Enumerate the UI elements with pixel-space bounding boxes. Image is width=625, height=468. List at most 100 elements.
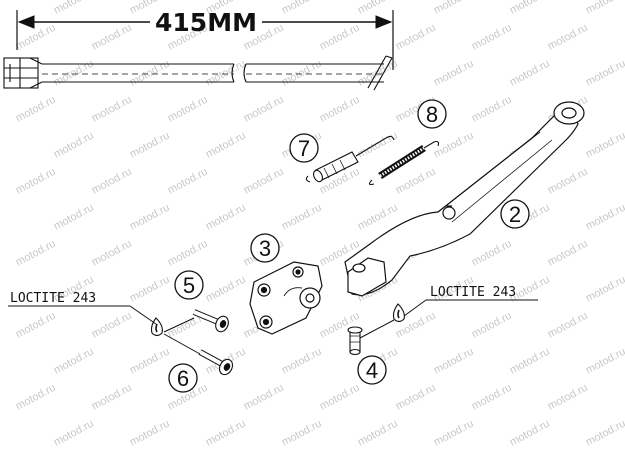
watermark-text: motod.ru [584, 274, 625, 305]
watermark-text: motod.ru [14, 94, 58, 125]
watermark-text: motod.ru [432, 418, 476, 449]
watermark-text: motod.ru [280, 0, 324, 17]
watermark-text: motod.ru [242, 166, 286, 197]
watermark-text: motod.ru [128, 418, 172, 449]
watermark-text: motod.ru [280, 58, 324, 89]
svg-text:2: 2 [509, 202, 521, 227]
stand-bar-section [3, 55, 393, 91]
callout-7: 7 [289, 133, 319, 163]
watermark-text: motod.ru [90, 22, 134, 53]
watermark-text: motod.ru [584, 58, 625, 89]
watermark-text: motod.ru [584, 346, 625, 377]
svg-text:4: 4 [366, 358, 378, 383]
watermark-text: motod.ru [470, 310, 514, 341]
watermark-text: motod.ru [470, 94, 514, 125]
watermark-text: motod.ru [204, 130, 248, 161]
watermark-text: motod.ru [52, 418, 96, 449]
watermark-text: motod.ru [280, 418, 324, 449]
spring-long [368, 140, 440, 186]
watermark-text: motod.ru [128, 274, 172, 305]
watermark-text: motod.ru [242, 382, 286, 413]
watermark-text: motod.ru [508, 418, 552, 449]
watermark-text: motod.ru [90, 238, 134, 269]
loctite-label-left: LOCTITE 243 [10, 291, 96, 306]
watermark-text: motod.ru [508, 346, 552, 377]
watermark-text: motod.ru [356, 130, 400, 161]
watermark-text: motod.ru [508, 58, 552, 89]
loctite-drop-right [392, 303, 405, 323]
watermark-text: motod.ru [52, 0, 96, 17]
watermark-text: motod.ru [584, 418, 625, 449]
bolt-lower [198, 349, 234, 376]
watermark-text: motod.ru [52, 130, 96, 161]
loctite-drop-left [150, 317, 163, 337]
callout-3: 3 [250, 233, 280, 263]
watermark-text: motod.ru [280, 346, 324, 377]
watermark-text: motod.ru [14, 382, 58, 413]
watermark-text: motod.ru [90, 166, 134, 197]
watermark-text: motod.ru [394, 166, 438, 197]
watermark-text: motod.ru [356, 418, 400, 449]
watermark-text: motod.ru [14, 310, 58, 341]
watermark-text: motod.ru [14, 22, 58, 53]
watermark-text: motod.ru [90, 382, 134, 413]
watermark-text: motod.ru [318, 22, 362, 53]
stand-bracket [249, 261, 323, 335]
watermark-text: motod.ru [584, 202, 625, 233]
callout-8: 8 [417, 99, 447, 129]
watermark-text: motod.ru [546, 22, 590, 53]
watermark-text: motod.ru [204, 274, 248, 305]
watermark-text: motod.ru [128, 58, 172, 89]
svg-text:7: 7 [298, 136, 310, 161]
watermark-text: motod.ru [166, 166, 210, 197]
watermark-text: motod.ru [242, 94, 286, 125]
side-stand-leg [344, 101, 585, 297]
watermark-text: motod.ru [432, 58, 476, 89]
leader-lines [8, 299, 538, 355]
watermark-text: motod.ru [394, 22, 438, 53]
watermark-layer: motod.ru motod.ru motod.ru motod.ru motod.ru… [14, 0, 625, 449]
watermark-text: motod.ru [318, 382, 362, 413]
watermark-text: motod.ru [166, 94, 210, 125]
watermark-text: motod.ru [280, 202, 324, 233]
bolt-upper [192, 309, 229, 333]
watermark-text: motod.ru [90, 94, 134, 125]
svg-text:5: 5 [183, 273, 195, 298]
callout-6: 6 [168, 363, 198, 393]
spring-short [305, 135, 395, 183]
loctite-label-right: LOCTITE 243 [430, 285, 516, 300]
watermark-text: motod.ru [470, 22, 514, 53]
svg-text:3: 3 [259, 236, 271, 261]
watermark-text: motod.ru [166, 238, 210, 269]
watermark-text: motod.ru [128, 202, 172, 233]
watermark-text: motod.ru [128, 346, 172, 377]
svg-text:6: 6 [177, 366, 189, 391]
watermark-text: motod.ru [584, 0, 625, 17]
watermark-text: motod.ru [394, 382, 438, 413]
dimension-line [16, 10, 394, 70]
watermark-text: motod.ru [204, 202, 248, 233]
watermark-text: motod.ru [14, 238, 58, 269]
watermark-text: motod.ru [508, 0, 552, 17]
watermark-text: motod.ru [52, 346, 96, 377]
callout-4: 4 [357, 355, 387, 385]
watermark-text: motod.ru [546, 310, 590, 341]
watermark-text: motod.ru [546, 166, 590, 197]
pivot-bolt [347, 326, 363, 356]
callout-5: 5 [174, 270, 204, 300]
watermark-text: motod.ru [14, 166, 58, 197]
dimension-label: 415MM [155, 8, 257, 37]
watermark-text: motod.ru [546, 382, 590, 413]
watermark-text: motod.ru [204, 58, 248, 89]
watermark-text: motod.ru [584, 130, 625, 161]
watermark-text: motod.ru [204, 418, 248, 449]
watermark-text: motod.ru [432, 346, 476, 377]
watermark-text: motod.ru [432, 0, 476, 17]
watermark-text: motod.ru [470, 238, 514, 269]
watermark-text: motod.ru [52, 58, 96, 89]
watermark-text: motod.ru [128, 130, 172, 161]
watermark-text: motod.ru [546, 238, 590, 269]
callout-2: 2 [500, 199, 530, 229]
